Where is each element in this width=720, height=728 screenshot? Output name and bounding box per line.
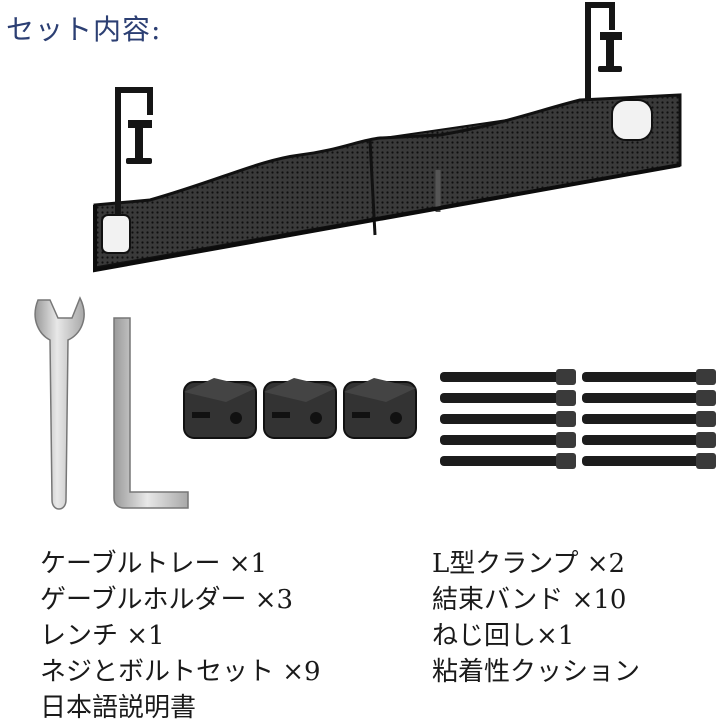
list-item: ねじ回し×1: [432, 621, 575, 651]
list-item: L型クランプ ×2: [432, 549, 626, 579]
cable-holder-icon: [183, 378, 257, 439]
cable-ties-illustration: [440, 369, 716, 469]
product-illustrations: [34, 2, 716, 510]
cable-tray-illustration: [93, 2, 682, 273]
list-item: ネジとボルトセット ×9: [40, 657, 321, 687]
contents-heading: セット内容:: [6, 13, 162, 46]
list-item: ゲーブルホルダー ×3: [40, 585, 294, 615]
cable-holder-icon: [263, 378, 337, 439]
list-item: レンチ ×1: [40, 621, 165, 651]
wrench-icon: [34, 296, 85, 510]
list-item: ケーブルトレー ×1: [40, 549, 268, 579]
list-item: 結束バンド ×10: [432, 585, 627, 615]
contents-list-left: ケーブルトレー ×1 ゲーブルホルダー ×3 レンチ ×1 ネジとボルトセット …: [40, 546, 321, 726]
list-item: 日本語説明書: [40, 693, 197, 723]
contents-list-right: L型クランプ ×2 結束バンド ×10 ねじ回し×1 粘着性クッション: [432, 546, 640, 690]
cable-holder-blocks: [183, 378, 417, 439]
list-item: 粘着性クッション: [432, 657, 641, 687]
cable-holder-icon: [343, 378, 417, 439]
hex-key-icon: [113, 317, 189, 509]
